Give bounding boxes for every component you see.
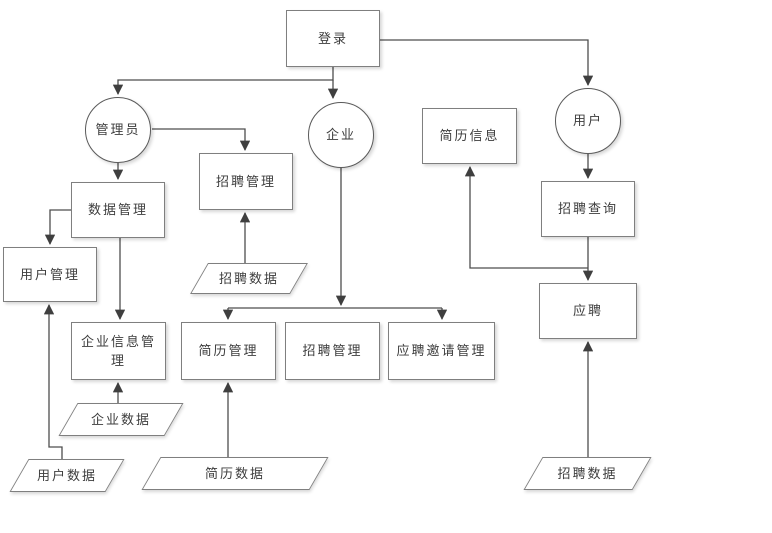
connector-admin-to-recruit-mgmt — [152, 128, 251, 152]
node-user-actor: 用户 — [555, 88, 621, 154]
node-login-label: 登录 — [317, 30, 348, 46]
node-recruit-data-user-label: 招聘数据 — [557, 465, 618, 481]
node-invite-management: 应聘邀请管理 — [388, 322, 495, 380]
node-enterprise-data-label: 企业数据 — [90, 411, 151, 427]
node-resume-management: 简历管理 — [181, 322, 276, 380]
node-recruit-query-label: 招聘查询 — [557, 201, 618, 217]
connector-user-data-to-user-mgmt — [43, 303, 63, 459]
node-user-management: 用户管理 — [3, 247, 97, 302]
node-enterprise-actor-label: 企业 — [325, 127, 356, 143]
node-user-management-label: 用户管理 — [19, 266, 80, 282]
node-admin-actor: 管理员 — [85, 97, 151, 163]
node-recruit-management-admin-label: 招聘管理 — [215, 173, 276, 189]
node-user-data-label: 用户数据 — [36, 467, 97, 483]
node-resume-info-label: 简历信息 — [439, 128, 500, 144]
node-data-management-label: 数据管理 — [87, 202, 148, 218]
node-recruit-management-enterprise: 招聘管理 — [285, 322, 380, 380]
node-admin-actor-label: 管理员 — [95, 122, 141, 138]
node-recruit-query: 招聘查询 — [541, 181, 635, 237]
node-login: 登录 — [286, 10, 380, 67]
node-recruit-data-user: 招聘数据 — [522, 457, 653, 490]
node-enterprise-info-management-label: 企业信息管理 — [80, 333, 156, 369]
node-enterprise-info-management: 企业信息管理 — [71, 322, 166, 380]
node-resume-info: 简历信息 — [422, 108, 517, 164]
node-resume-data-label: 简历数据 — [204, 465, 265, 481]
connector-data-mgmt-to-user-mgmt — [44, 209, 71, 246]
connector-branch-to-resume-info — [464, 165, 588, 269]
node-apply-label: 应聘 — [572, 303, 603, 319]
node-resume-management-label: 简历管理 — [198, 343, 259, 359]
node-data-management: 数据管理 — [71, 182, 165, 238]
node-enterprise-data: 企业数据 — [57, 403, 185, 436]
node-apply: 应聘 — [539, 283, 637, 339]
connector-login-to-admin — [112, 67, 334, 96]
connector-login-to-user — [380, 39, 594, 87]
node-enterprise-actor: 企业 — [308, 102, 374, 168]
node-recruit-management-enterprise-label: 招聘管理 — [302, 343, 363, 359]
node-recruit-data-admin: 招聘数据 — [188, 263, 310, 294]
node-resume-data: 简历数据 — [140, 457, 330, 490]
node-user-data: 用户数据 — [8, 459, 126, 492]
node-invite-management-label: 应聘邀请管理 — [396, 343, 487, 359]
node-recruit-data-admin-label: 招聘数据 — [218, 270, 279, 286]
node-user-actor-label: 用户 — [572, 113, 603, 129]
node-recruit-management-admin: 招聘管理 — [199, 153, 293, 210]
